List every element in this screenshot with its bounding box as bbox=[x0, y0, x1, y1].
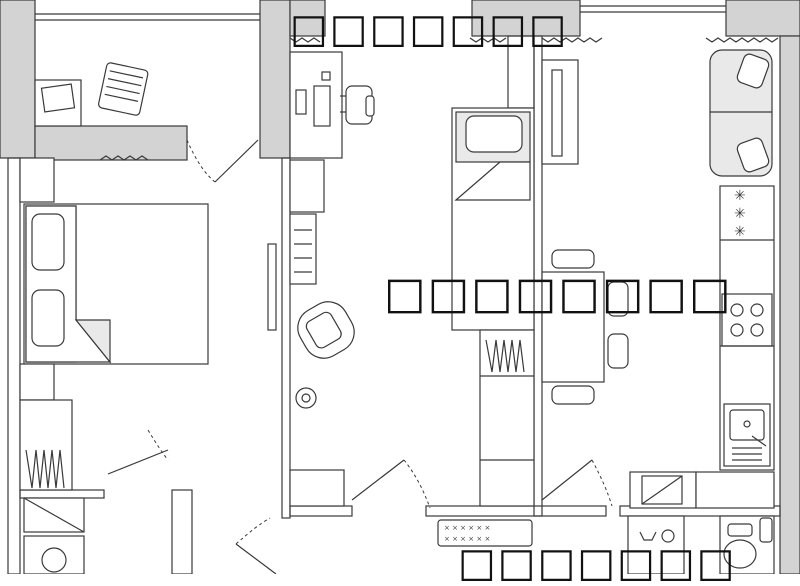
svg-text:× × × × × ×: × × × × × × bbox=[444, 524, 490, 532]
bedroom bbox=[19, 62, 259, 491]
wall-right bbox=[779, 35, 800, 574]
wardrobe bbox=[19, 399, 73, 491]
room-label-top: □□□□□□□ bbox=[290, 6, 569, 52]
wardrobe-center bbox=[479, 329, 535, 507]
study bbox=[235, 51, 431, 574]
room-label-bottom: □□□□□□□ bbox=[458, 540, 737, 586]
kitchen: ✳ ✳ ✳ bbox=[541, 49, 775, 509]
tv-icon bbox=[267, 243, 277, 331]
keyboard-icon bbox=[313, 85, 331, 127]
pillow-icon bbox=[465, 115, 523, 153]
toilet-icon bbox=[723, 539, 757, 569]
wall-top-center-b bbox=[471, 0, 581, 37]
bookshelf bbox=[289, 213, 317, 285]
svg-text:✳: ✳ bbox=[734, 188, 746, 204]
wall-left bbox=[7, 157, 21, 574]
walls bbox=[0, 0, 800, 574]
floor-plan: × × × × × × × × × × × × ✳ ✳ ✳ bbox=[0, 0, 800, 574]
svg-text:✳: ✳ bbox=[734, 224, 746, 240]
lamp-icon bbox=[295, 387, 317, 409]
bathroom-left bbox=[23, 497, 85, 574]
wall-top-right bbox=[725, 0, 800, 37]
pillow-icon bbox=[31, 213, 65, 271]
stove-icon bbox=[721, 293, 773, 347]
wall-top-center-a bbox=[289, 0, 326, 37]
armchair-icon bbox=[297, 301, 355, 359]
chair-icon bbox=[607, 281, 629, 317]
wall-top-left bbox=[0, 0, 36, 159]
dining-table bbox=[541, 271, 605, 383]
wall-partition-center bbox=[281, 157, 291, 519]
svg-text:× × × × × ×: × × × × × × bbox=[444, 535, 490, 543]
office-chair-icon bbox=[340, 85, 375, 125]
room-label-middle: □□□□□□□□ bbox=[384, 268, 733, 319]
pillow-icon bbox=[31, 289, 65, 347]
chair-icon bbox=[607, 333, 629, 369]
svg-text:✳: ✳ bbox=[734, 206, 746, 222]
doormat bbox=[437, 519, 533, 547]
wall-bedroom-top bbox=[34, 125, 188, 161]
chair-icon bbox=[551, 385, 595, 405]
living-room: × × × × × × × × × × × × bbox=[437, 35, 535, 547]
sofa-icon bbox=[709, 49, 773, 177]
chair-icon bbox=[98, 62, 149, 116]
monitor-icon bbox=[295, 89, 307, 115]
chair-icon bbox=[551, 249, 595, 269]
wall-column-center bbox=[259, 0, 291, 159]
bathroom-right bbox=[627, 515, 775, 574]
washing-machine-icon bbox=[627, 515, 685, 574]
